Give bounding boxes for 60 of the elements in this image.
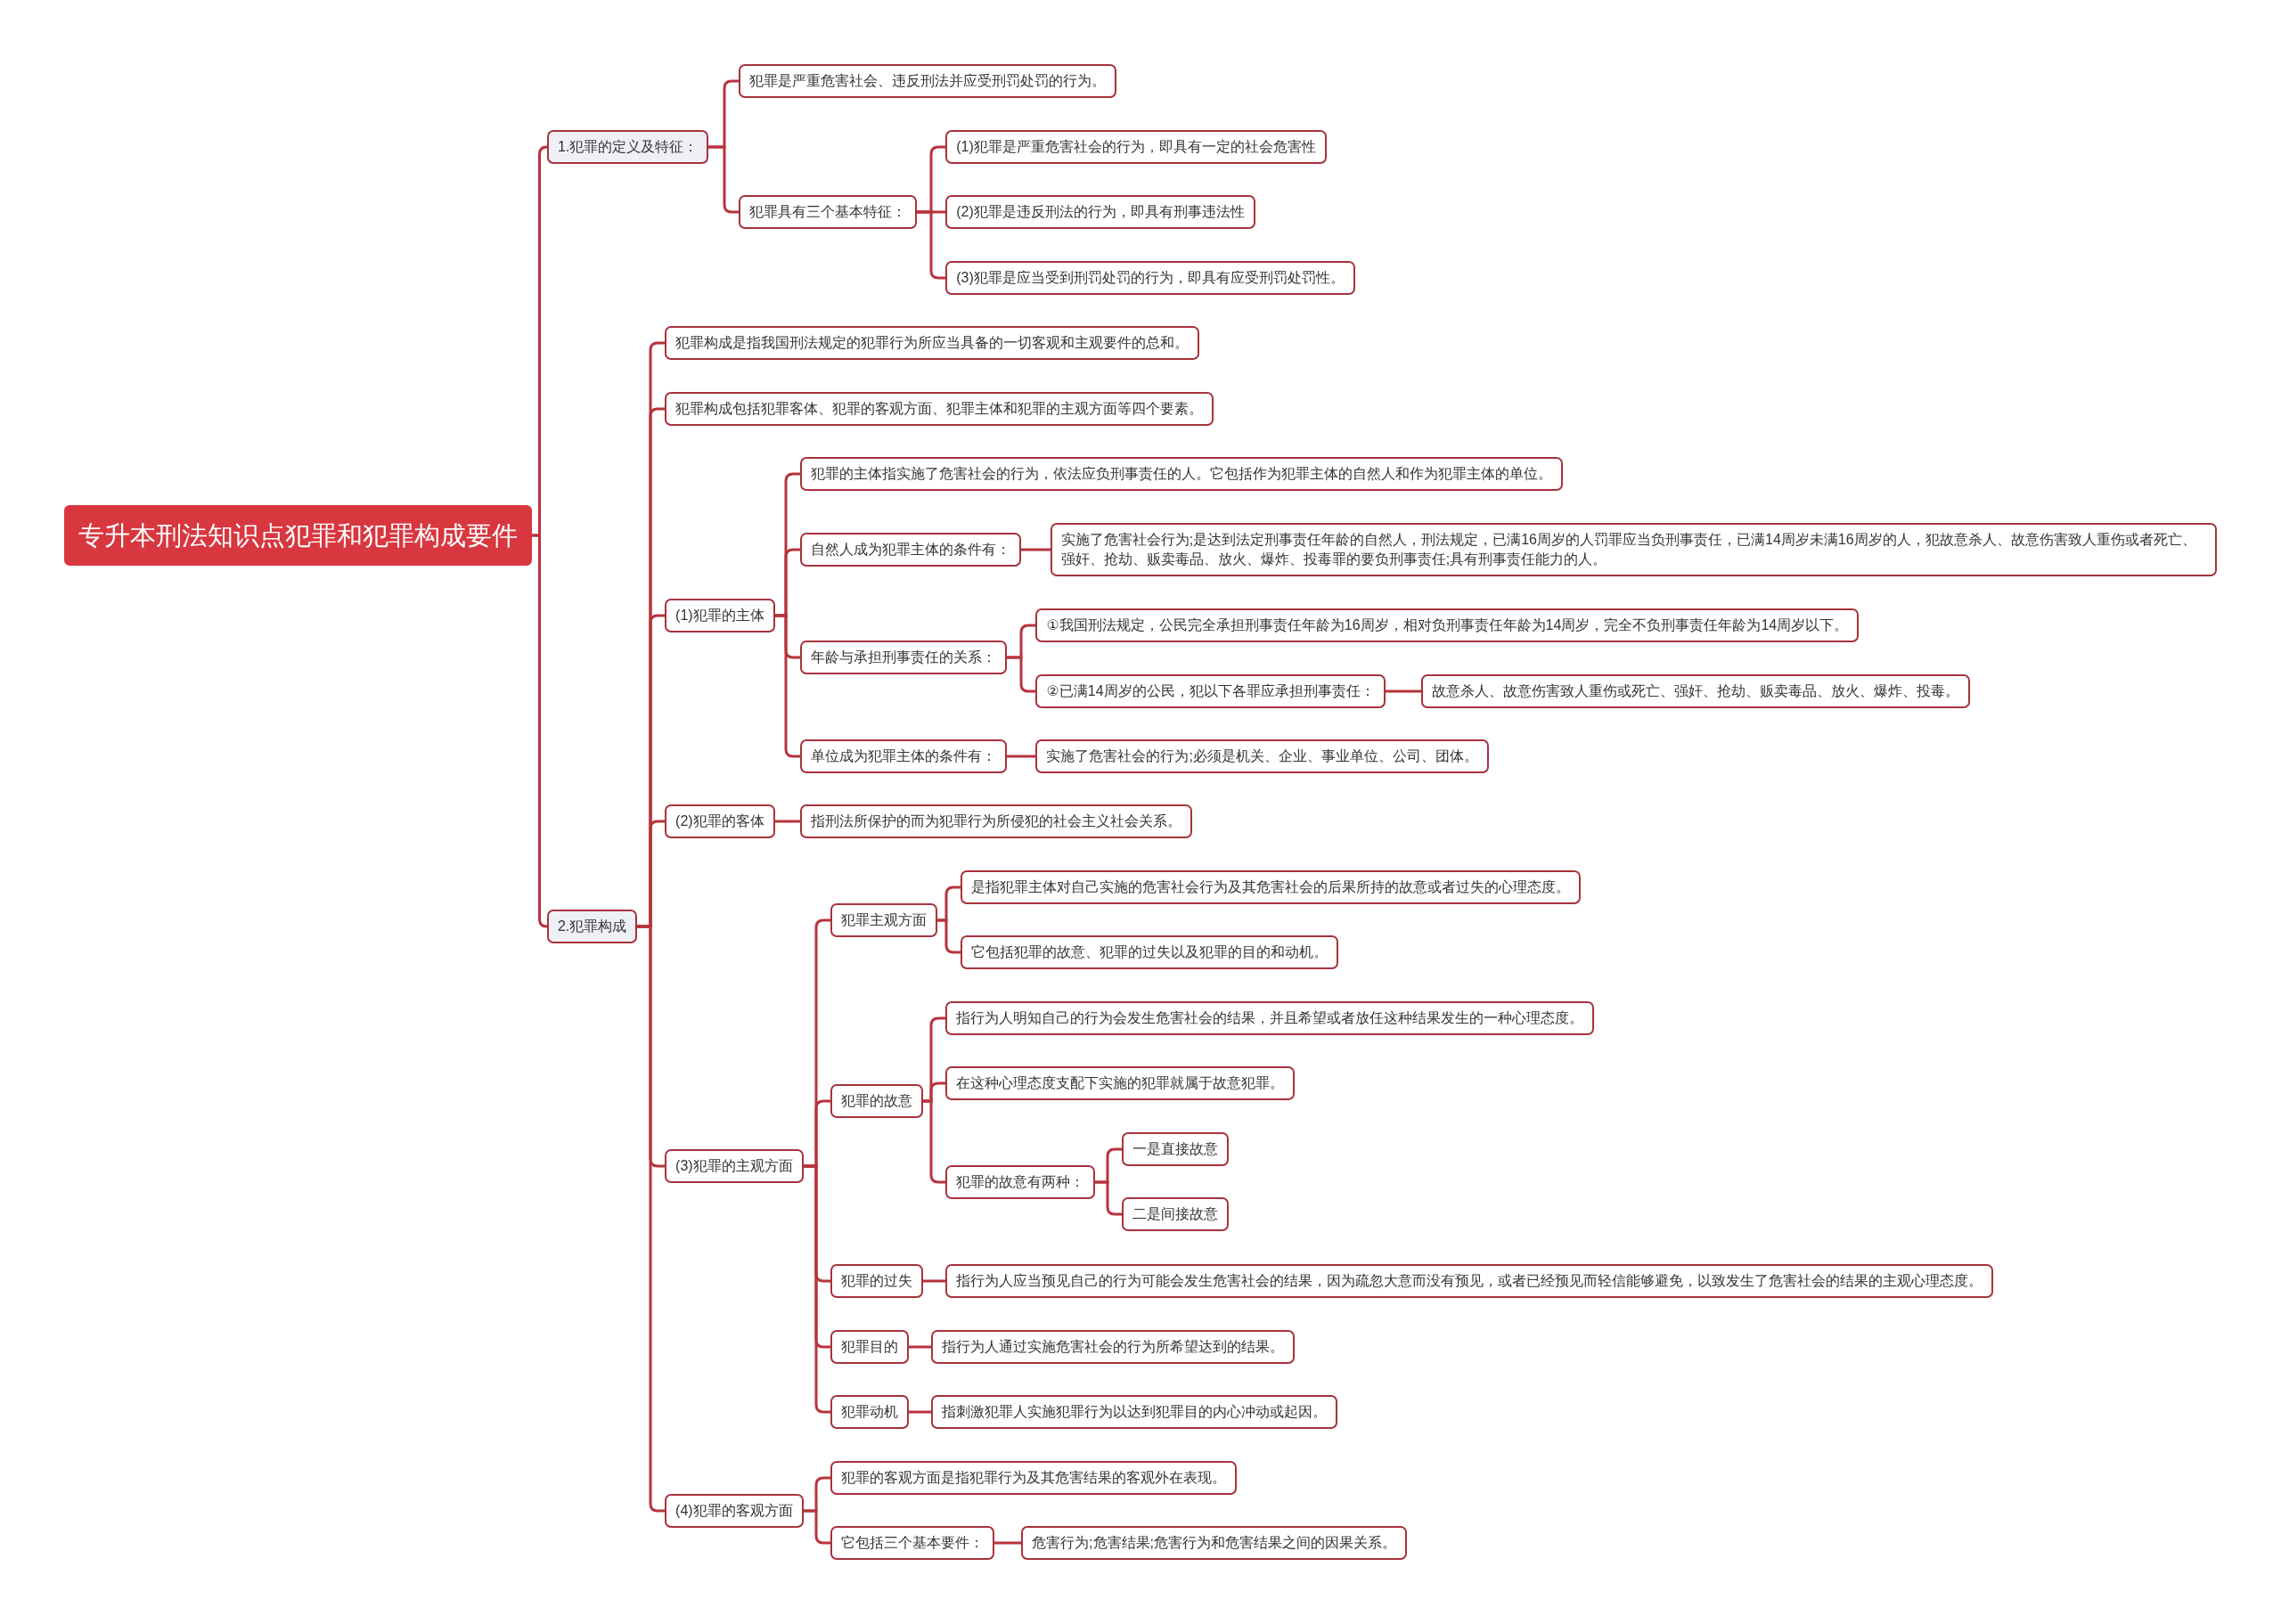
topic-box: 是指犯罪主体对自己实施的危害社会行为及其危害社会的后果所持的故意或者过失的心理态度。 [960,869,1581,904]
topic-box: ①我国刑法规定，公民完全承担刑事责任年龄为16周岁，相对负刑事责任年龄为14周岁，完全不负刑事责任年龄为14周岁以下。 [1035,608,1860,643]
topic-box: 实施了危害社会行为;是达到法定刑事责任年龄的自然人，刑法规定，已满16周岁的人罚罪应当负刑事责任，已满14周岁未满16周岁的人，犯故意杀人、故意伤害致人重伤或者死亡、强奸、抢劫、贩卖毒品、放火、爆炸、投毒罪的要负刑事责任;具有刑事责任能力的人。 [1050,523,2218,577]
topic-box: 实施了危害社会的行为;必须是机关、企业、事业单位、公司、团体。 [1035,739,1489,773]
connector-line [1007,755,1035,758]
connector-line [923,1279,945,1283]
topic-box: 年龄与承担刑事责任的关系： [799,640,1007,674]
connector-line [804,1509,830,1545]
connector-line [708,145,739,214]
topic-box: 犯罪的故意 [830,1083,924,1118]
topic-box: 犯罪的故意有两种： [945,1165,1096,1200]
topic-box: 指行为人应当预见自己的行为可能会发生危害社会的结果，因为疏忽大意而没有预见，或者已经预见而轻信能够避免，以致发生了危害社会的结果的主观心理态度。 [945,1264,1994,1299]
topic-box: (1)犯罪的主体 [665,598,775,632]
topic-box: (2)犯罪的客体 [665,804,775,839]
connector-line [937,918,961,954]
connector-line [1007,656,1035,693]
topic-box: 犯罪具有三个基本特征： [739,195,918,230]
topic-box: 单位成为犯罪主体的条件有： [799,739,1007,773]
topic-box: 一是直接故意 [1121,1131,1229,1166]
topic-box: 指刑法所保护的而为犯罪行为所侵犯的社会主义社会关系。 [799,804,1192,839]
topic-box: 自然人成为犯罪主体的条件有： [799,533,1021,567]
connector-line [909,1410,931,1414]
connector-line [1095,1180,1122,1216]
topic-box: (4)犯罪的客观方面 [665,1494,804,1529]
connector-line [923,1099,945,1184]
topic-box: (3)犯罪是应当受到刑罚处罚的行为，即具有应受刑罚处罚性。 [945,260,1355,295]
topic-box: 犯罪目的 [830,1329,910,1364]
connector-line [994,1541,1021,1545]
connector-line [532,534,548,928]
topic-box: 犯罪的客观方面是指犯罪行为及其危害结果的客观外在表现。 [830,1460,1238,1495]
connector-line [775,614,800,758]
connector-line [775,820,800,823]
connector-line [1021,548,1051,551]
connector-line [917,210,945,280]
topic-box: 犯罪构成是指我国刑法规定的犯罪行为所应当具备的一切客观和主观要件的总和。 [665,326,1200,361]
topic-box: 它包括三个基本要件： [830,1526,995,1561]
topic-box: (2)犯罪是违反刑法的行为，即具有刑事违法性 [945,195,1255,230]
topic-box: 犯罪主观方面 [830,903,938,938]
topic-box: (1)犯罪是严重危害社会的行为，即具有一定的社会危害性 [945,129,1327,164]
root-topic-box: 专升本刑法知识点犯罪和犯罪构成要件 [63,504,532,566]
topic-box: 犯罪是严重危害社会、违反刑法并应受刑罚处罚的行为。 [739,64,1117,99]
topic-box: 犯罪的过失 [830,1264,924,1299]
topic-box: 指行为人通过实施危害社会的行为所希望达到的结果。 [930,1329,1295,1364]
topic-box: 犯罪动机 [830,1395,910,1430]
topic-box: 犯罪的主体指实施了危害社会的行为，依法应负刑事责任的人。它包括作为犯罪主体的自然人和作为犯罪主体的单位。 [799,457,1563,492]
topic-box: (3)犯罪的主观方面 [665,1149,804,1184]
topic-box: 1.犯罪的定义及特征： [546,129,709,164]
connector-line [804,1164,830,1414]
topic-box: 犯罪构成包括犯罪客体、犯罪的客观方面、犯罪主体和犯罪的主观方面等四个要素。 [665,391,1214,426]
topic-box: 它包括犯罪的故意、犯罪的过失以及犯罪的目的和动机。 [960,935,1338,970]
connector-line [909,1345,931,1349]
topic-box: ②已满14周岁的公民，犯以下各罪应承担刑事责任： [1035,673,1386,708]
topic-box: 指行为人明知自己的行为会发生危害社会的结果，并且希望或者放任这种结果发生的一种心理态度。 [945,1000,1595,1035]
topic-box: 在这种心理态度支配下实施的犯罪就属于故意犯罪。 [945,1066,1296,1101]
topic-box: 二是间接故意 [1121,1197,1229,1232]
connector-line [1385,690,1421,693]
topic-box: 危害行为;危害结果;危害行为和危害结果之间的因果关系。 [1021,1526,1407,1561]
topic-box: 故意杀人、故意伤害致人重伤或死亡、强奸、抢劫、贩卖毒品、放火、爆炸、投毒。 [1421,673,1971,708]
topic-box: 2.犯罪构成 [546,910,638,943]
topic-box: 指刺激犯罪人实施犯罪行为以达到犯罪目的内心冲动或起因。 [930,1395,1337,1430]
